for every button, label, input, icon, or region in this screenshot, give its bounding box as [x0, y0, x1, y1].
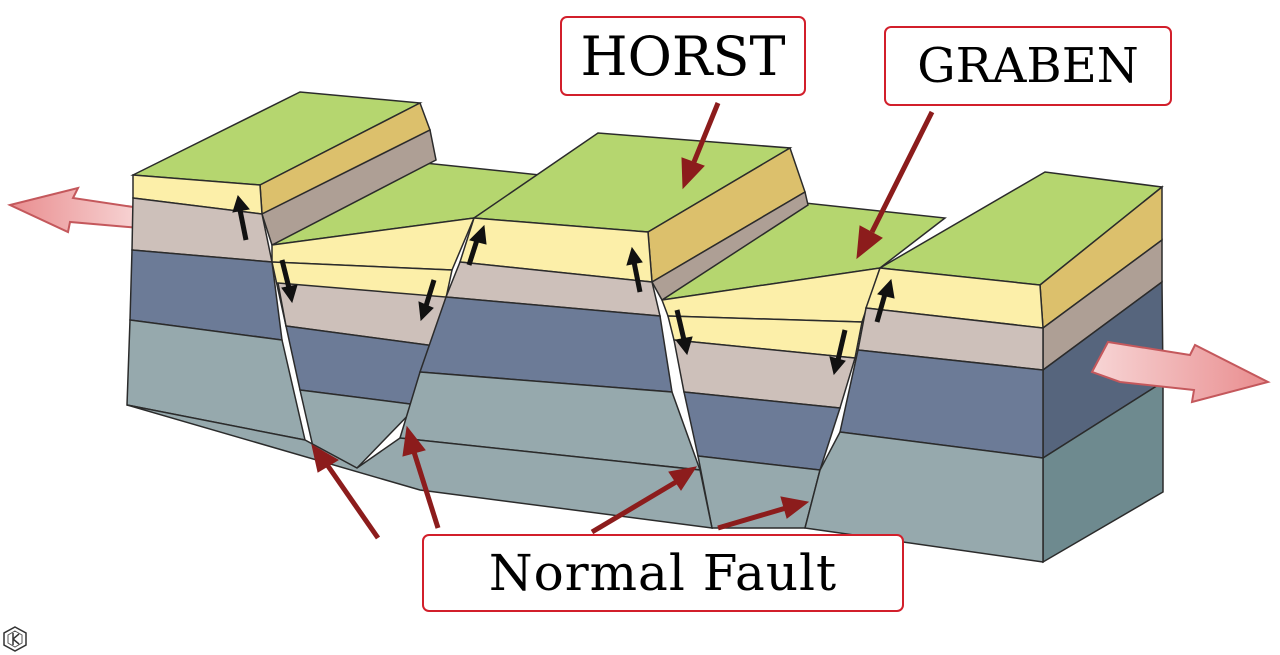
down-arrow-icon	[418, 279, 437, 322]
graben-label-text: GRABEN	[917, 38, 1139, 94]
pointer-arrows	[311, 102, 935, 540]
down-arrow-icon	[279, 259, 298, 304]
horst-label: HORST	[560, 16, 806, 96]
extension-arrow-left	[7, 186, 141, 234]
up-arrow-icon	[466, 224, 487, 266]
down-arrow-icon	[674, 309, 693, 356]
up-arrow-icon	[232, 194, 250, 241]
watermark-logo-icon	[3, 626, 27, 652]
horst-pointer-arrow	[681, 102, 721, 190]
fault-pointer-arrow	[311, 443, 381, 540]
down-arrow-icon	[829, 329, 848, 376]
fault-pointer-arrow	[717, 496, 810, 531]
up-arrow-icon	[626, 246, 643, 293]
up-arrow-icon	[874, 278, 895, 323]
horst-label-text: HORST	[580, 24, 786, 88]
graben-2-front	[660, 267, 882, 529]
fault-pointer-arrow	[402, 425, 441, 529]
left-horst-block	[126, 91, 437, 441]
normal-fault-label-text: Normal Fault	[488, 544, 838, 602]
graben-pointer-arrow	[856, 110, 935, 260]
extension-arrow-right	[1090, 340, 1271, 404]
graben-1-front	[271, 217, 476, 469]
normal-fault-label: Normal Fault	[422, 534, 904, 612]
displacement-arrows	[232, 194, 895, 376]
fault-pointer-arrow	[590, 466, 698, 535]
graben-label: GRABEN	[884, 26, 1172, 106]
right-horst-block	[804, 171, 1164, 564]
